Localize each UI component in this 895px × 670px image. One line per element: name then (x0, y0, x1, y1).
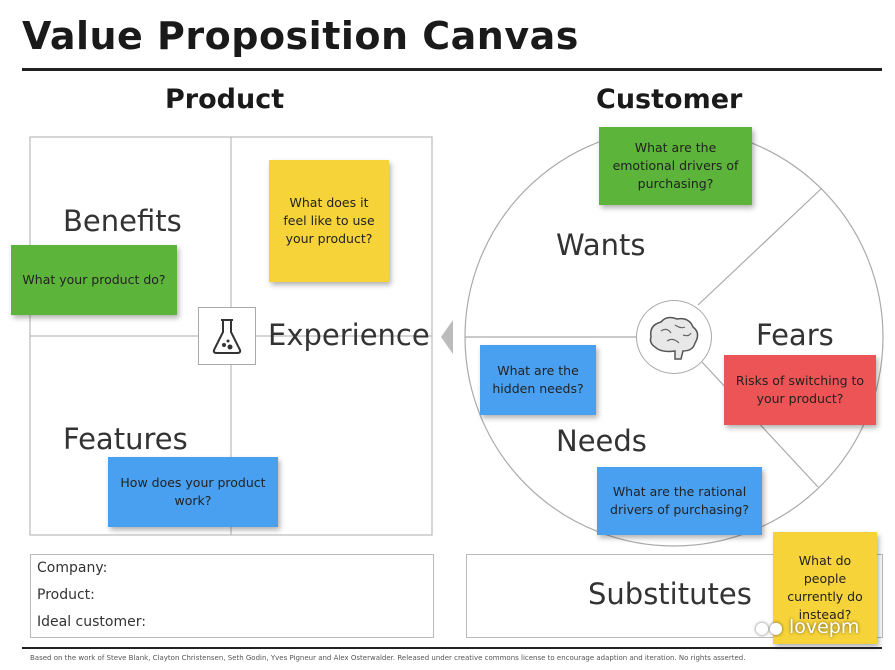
fears-label: Fears (756, 318, 834, 352)
hidden-needs-note: What are the hidden needs? (480, 345, 596, 415)
benefits-note: What your product do? (11, 245, 177, 315)
flask-icon (198, 307, 256, 365)
ideal-customer-field-label: Ideal customer: (37, 614, 146, 630)
company-field-label: Company: (37, 560, 108, 576)
benefits-label: Benefits (63, 204, 182, 238)
product-heading: Product (165, 84, 285, 115)
features-label: Features (63, 422, 188, 456)
fears-note: Risks of switching to your product? (724, 355, 876, 425)
page-title: Value Proposition Canvas (22, 14, 579, 58)
substitutes-note: What do people currently do instead? (773, 532, 877, 644)
wants-note: What are the emotional drivers of purcha… (599, 127, 752, 205)
substitutes-label: Substitutes (588, 577, 752, 611)
features-note: How does your product work? (108, 457, 278, 527)
chat-bubble-icon: ●● (755, 618, 783, 637)
customer-heading: Customer (596, 84, 743, 115)
product-field-label: Product: (37, 587, 95, 603)
experience-label: Experience (268, 318, 430, 352)
wants-label: Wants (556, 228, 646, 262)
watermark-text: lovepm (788, 616, 860, 638)
watermark: ●● lovepm (755, 616, 859, 638)
customer-divider-upper (697, 187, 823, 306)
info-box: Company: Product: Ideal customer: (30, 554, 434, 638)
rational-needs-note: What are the rational drivers of purchas… (597, 467, 762, 535)
needs-label: Needs (556, 424, 647, 458)
footer-divider (22, 647, 882, 649)
brain-icon (636, 300, 712, 374)
arrow-icon (441, 320, 453, 354)
title-divider (22, 68, 882, 71)
experience-note: What does it feel like to use your produ… (269, 160, 389, 282)
footer-credit: Based on the work of Steve Blank, Clayto… (30, 654, 746, 662)
